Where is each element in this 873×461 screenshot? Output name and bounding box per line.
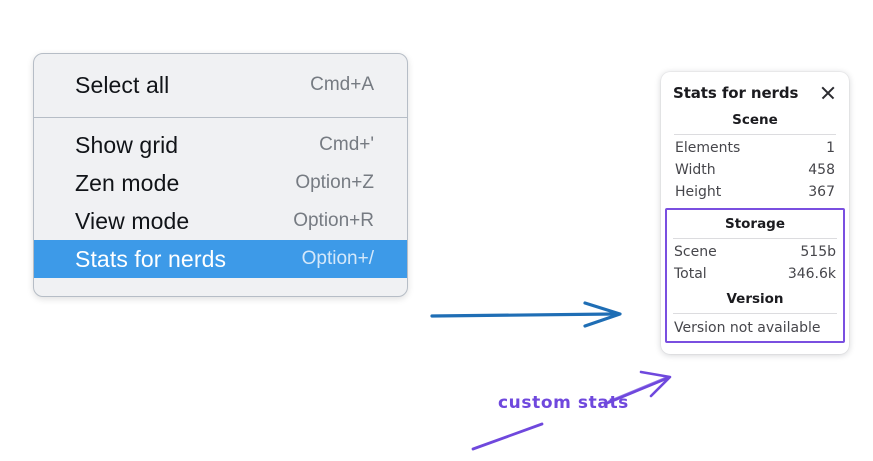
section-rule xyxy=(673,313,837,314)
stats-section-scene: Scene Elements 1 Width 458 Height 367 xyxy=(672,106,838,203)
stats-panel-titlebar: Stats for nerds xyxy=(661,72,849,106)
menu-item-label: Select all xyxy=(75,71,170,98)
stats-row-elements: Elements 1 xyxy=(672,137,838,159)
menu-item-shortcut: Cmd+' xyxy=(319,134,374,155)
stats-section-version: Version Version not available xyxy=(671,285,839,339)
menu-item-label: View mode xyxy=(75,207,190,234)
menu-item-zen-mode[interactable]: Zen mode Option+Z xyxy=(34,164,407,202)
blue-arrow xyxy=(430,301,622,328)
section-rule xyxy=(673,238,837,239)
stats-panel-title: Stats for nerds xyxy=(673,84,799,102)
close-icon[interactable] xyxy=(819,84,837,102)
menu-item-label: Zen mode xyxy=(75,169,180,196)
stats-row-value: 515b xyxy=(800,244,836,260)
menu-item-select-all[interactable]: Select all Cmd+A xyxy=(34,66,407,104)
stats-panel-body: Scene Elements 1 Width 458 Height 367 St… xyxy=(661,106,849,354)
stats-row-label: Scene xyxy=(674,244,717,260)
section-heading-scene: Scene xyxy=(732,112,778,128)
section-heading-storage: Storage xyxy=(724,216,786,232)
menu-item-show-grid[interactable]: Show grid Cmd+' xyxy=(34,126,407,164)
section-heading-version: Version xyxy=(726,291,784,307)
menu-group-bottom: Show grid Cmd+' Zen mode Option+Z View m… xyxy=(34,118,407,296)
menu-separator xyxy=(34,117,407,118)
stats-row-height: Height 367 xyxy=(672,181,838,203)
stats-row-value: 1 xyxy=(826,140,835,156)
menu-item-shortcut: Option+Z xyxy=(295,172,374,193)
menu-item-shortcut: Option+/ xyxy=(301,248,374,269)
menu-group-top: Select all Cmd+A xyxy=(34,54,407,117)
stats-row-label: Total xyxy=(674,266,707,282)
menu-item-view-mode[interactable]: View mode Option+R xyxy=(34,202,407,240)
custom-stats-highlight-box: Storage Scene 515b Total 346.6k Version … xyxy=(665,208,845,343)
purple-underline-stroke xyxy=(471,422,544,451)
menu-item-shortcut: Cmd+A xyxy=(310,74,374,95)
stats-row-label: Elements xyxy=(675,140,741,156)
menu-item-shortcut: Option+R xyxy=(293,210,374,231)
stats-section-storage: Storage Scene 515b Total 346.6k xyxy=(671,210,839,285)
version-note: Version not available xyxy=(674,320,821,336)
menu-item-stats-for-nerds[interactable]: Stats for nerds Option+/ xyxy=(34,240,407,278)
menu-item-label: Stats for nerds xyxy=(75,245,227,272)
menu-item-label: Show grid xyxy=(75,131,179,158)
stats-row-storage-total: Total 346.6k xyxy=(671,263,839,285)
stats-row-label: Width xyxy=(675,162,716,178)
custom-stats-annotation-label: custom stats xyxy=(498,393,629,413)
stats-for-nerds-panel[interactable]: Stats for nerds Scene Elements 1 Width 4… xyxy=(661,72,849,354)
stats-row-value: 367 xyxy=(808,184,835,200)
stats-row-storage-scene: Scene 515b xyxy=(671,241,839,263)
stats-row-value: 346.6k xyxy=(787,266,836,282)
stats-row-value: 458 xyxy=(808,162,835,178)
stats-row-width: Width 458 xyxy=(672,159,838,181)
context-menu[interactable]: Select all Cmd+A Show grid Cmd+' Zen mod… xyxy=(33,53,408,297)
stats-row-label: Height xyxy=(675,184,722,200)
section-rule xyxy=(674,134,836,135)
